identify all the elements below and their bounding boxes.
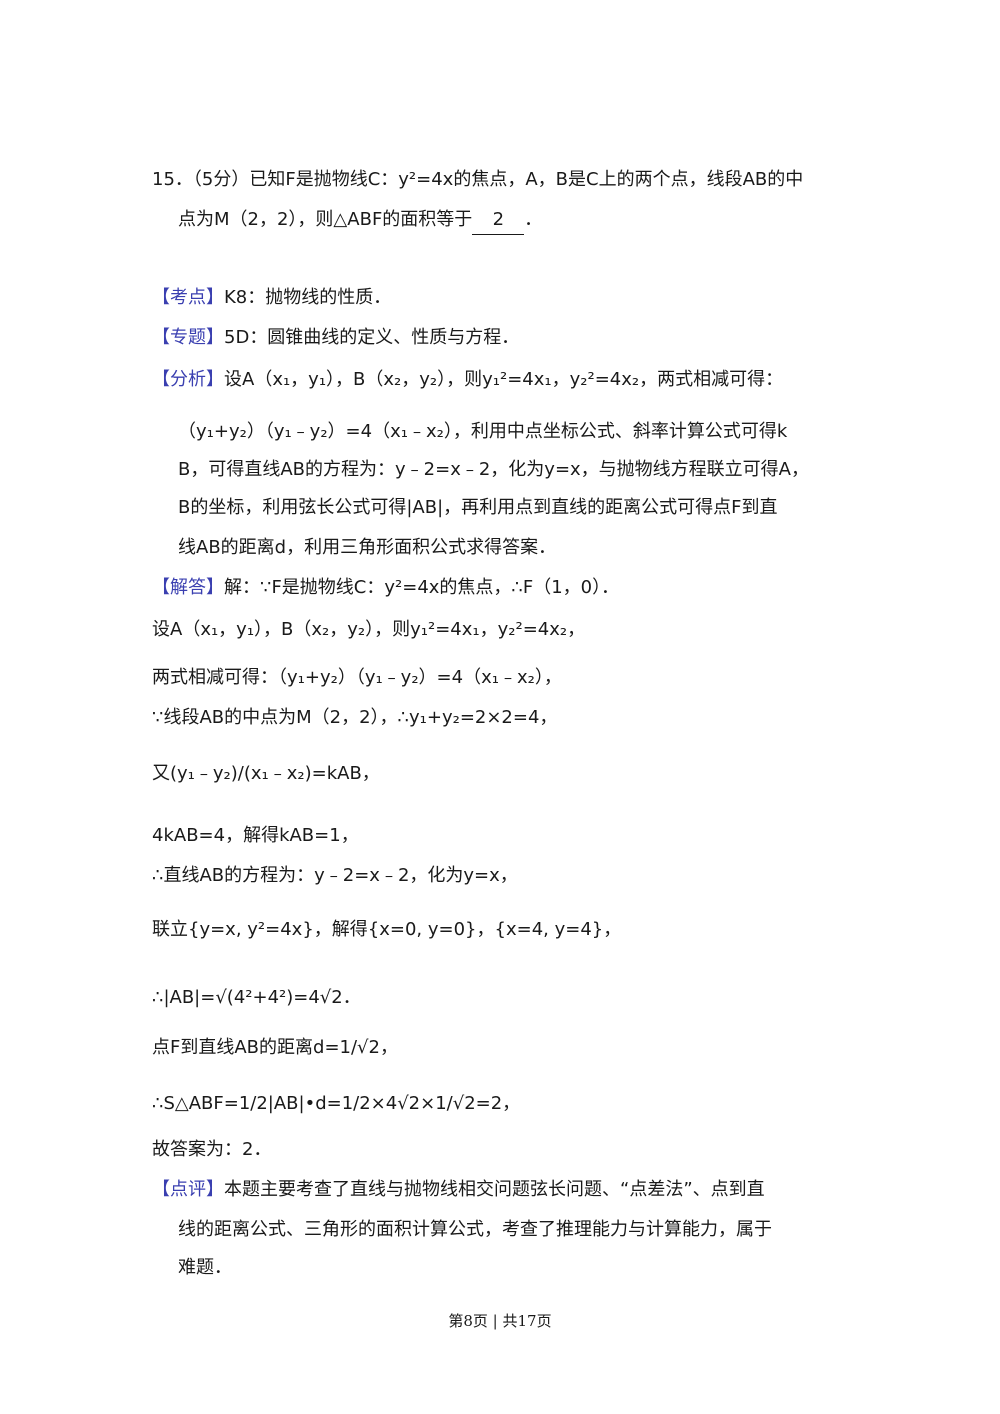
tag-jieda: 【解答】 <box>152 577 224 598</box>
jieda-line-9: ∴|AB|=√(4²+4²)=4√2． <box>152 987 361 1008</box>
dianping-line-3: 难题． <box>178 1257 232 1278</box>
kaodian-line: 【考点】K8：抛物线的性质． <box>152 284 391 312</box>
jieda-line-6: 4kAB=4，解得kAB=1， <box>152 825 359 846</box>
jieda-line-12: 故答案为：2． <box>152 1139 272 1160</box>
problem-period: ． <box>524 209 543 230</box>
jieda-line-5: 又(y₁﹣y₂)/(x₁﹣x₂)=kAB， <box>152 763 380 784</box>
zhuanti-text: 5D：圆锥曲线的定义、性质与方程． <box>224 327 520 348</box>
problem-line-1: 15．（5分）已知F是抛物线C：y²=4x的焦点，A，B是C上的两个点，线段AB… <box>152 166 803 194</box>
fenxi-line-1: 【分析】设A（x₁，y₁），B（x₂，y₂），则y₁²=4x₁，y₂²=4x₂，… <box>152 366 783 394</box>
problem-statement-2: 点为M（2，2），则△ABF的面积等于 <box>178 209 473 230</box>
jieda-line-2: 设A（x₁，y₁），B（x₂，y₂），则y₁²=4x₁，y₂²=4x₂， <box>152 619 586 640</box>
kaodian-text: K8：抛物线的性质． <box>224 287 392 308</box>
jieda-text-1: 解：∵F是抛物线C：y²=4x的焦点，∴F（1，0）． <box>224 577 620 598</box>
jieda-line-4: ∵线段AB的中点为M（2，2），∴y₁+y₂=2×2=4， <box>152 707 558 728</box>
fenxi-line-2: （y₁+y₂）（y₁﹣y₂）=4（x₁﹣x₂），利用中点坐标公式、斜率计算公式可… <box>178 421 788 442</box>
jieda-line-3: 两式相减可得：（y₁+y₂）（y₁﹣y₂）=4（x₁﹣x₂）， <box>152 667 562 688</box>
dianping-text-1: 本题主要考查了直线与抛物线相交问题弦长问题、“点差法”、点到直 <box>224 1179 765 1200</box>
dianping-line-1: 【点评】本题主要考查了直线与抛物线相交问题弦长问题、“点差法”、点到直 <box>152 1176 765 1204</box>
jieda-line-8: 联立{y=x, y²=4x}，解得{x=0, y=0}，{x=4, y=4}， <box>152 919 622 940</box>
jieda-line-7: ∴直线AB的方程为：y﹣2=x﹣2，化为y=x， <box>152 865 518 886</box>
dianping-line-2: 线的距离公式、三角形的面积计算公式，考查了推理能力与计算能力，属于 <box>178 1219 772 1240</box>
fenxi-text-1: 设A（x₁，y₁），B（x₂，y₂），则y₁²=4x₁，y₂²=4x₂，两式相减… <box>224 369 784 390</box>
tag-fenxi: 【分析】 <box>152 369 224 390</box>
fenxi-line-4: B的坐标，利用弦长公式可得|AB|，再利用点到直线的距离公式可得点F到直 <box>178 497 778 518</box>
problem-number: 15． <box>152 169 193 190</box>
zhuanti-line: 【专题】5D：圆锥曲线的定义、性质与方程． <box>152 324 519 352</box>
tag-kaodian: 【考点】 <box>152 287 224 308</box>
jieda-line-1: 【解答】解：∵F是抛物线C：y²=4x的焦点，∴F（1，0）． <box>152 574 619 602</box>
tag-dianping: 【点评】 <box>152 1179 224 1200</box>
tag-zhuanti: 【专题】 <box>152 327 224 348</box>
answer-blank: 2 <box>472 206 525 235</box>
fenxi-line-5: 线AB的距离d，利用三角形面积公式求得答案． <box>178 537 557 558</box>
page-footer: 第8页 | 共17页 <box>448 1312 552 1330</box>
jieda-line-11: ∴S△ABF=1/2|AB|•d=1/2×4√2×1/√2=2， <box>152 1093 521 1114</box>
fenxi-line-3: B，可得直线AB的方程为：y﹣2=x﹣2，化为y=x，与抛物线方程联立可得A， <box>178 459 809 480</box>
jieda-line-10: 点F到直线AB的距离d=1/√2， <box>152 1037 398 1058</box>
problem-statement-1: （5分）已知F是抛物线C：y²=4x的焦点，A，B是C上的两个点，线段AB的中 <box>192 169 804 190</box>
